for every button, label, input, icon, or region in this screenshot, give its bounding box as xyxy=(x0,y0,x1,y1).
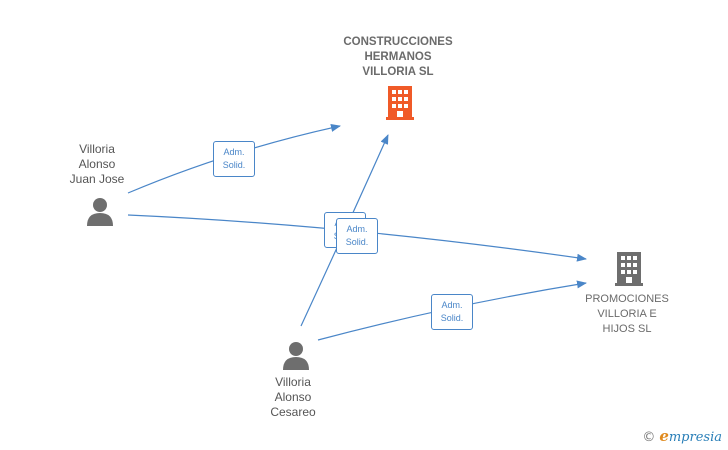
edge-label-line: Solid. xyxy=(345,237,369,247)
person-icon[interactable] xyxy=(85,196,115,226)
edge-label-line: Adm. xyxy=(346,224,368,234)
edge-label-role[interactable]: Adm. Solid. xyxy=(336,218,378,254)
person-juan-name[interactable]: Villoria Alonso Juan Jose xyxy=(52,142,142,187)
building-icon[interactable] xyxy=(386,86,416,120)
edge-label-line: Solid. xyxy=(222,160,246,170)
company-main-name-line: HERMANOS xyxy=(364,51,432,63)
edge-label-line: Adm. xyxy=(441,300,463,310)
company-second-name[interactable]: PROMOCIONES VILLORIA E HIJOS SL xyxy=(572,292,682,337)
person-cesareo-name-line: Cesareo xyxy=(270,405,316,419)
person-juan-name-line: Juan Jose xyxy=(69,172,125,186)
person-cesareo-name-line: Villoria xyxy=(275,375,311,389)
edge-label-role[interactable]: Adm. Solid. xyxy=(213,141,255,177)
person-juan-name-line: Villoria xyxy=(79,142,115,156)
person-icon[interactable] xyxy=(281,340,311,370)
building-icon[interactable] xyxy=(615,252,645,286)
edge-label-role[interactable]: Adm. Solid. xyxy=(431,294,473,330)
brand-initial: e xyxy=(659,427,669,445)
company-main-name-line: CONSTRUCCIONES xyxy=(343,36,453,48)
company-main-name-line: VILLORIA SL xyxy=(362,66,434,78)
person-cesareo-name[interactable]: Villoria Alonso Cesareo xyxy=(248,375,338,420)
brand-name: mpresia xyxy=(668,430,722,445)
company-second-name-line: PROMOCIONES xyxy=(585,293,669,305)
brand-watermark: ©empresia xyxy=(642,427,722,445)
person-juan-name-line: Alonso xyxy=(78,157,116,171)
company-second-name-line: HIJOS SL xyxy=(602,323,652,335)
company-main-name[interactable]: CONSTRUCCIONES HERMANOS VILLORIA SL xyxy=(318,35,478,80)
edge-label-line: Solid. xyxy=(440,313,464,323)
copyright-symbol: © xyxy=(642,430,656,445)
company-second-name-line: VILLORIA E xyxy=(597,308,657,320)
edge-label-line: Adm. xyxy=(223,147,245,157)
person-cesareo-name-line: Alonso xyxy=(274,390,312,404)
